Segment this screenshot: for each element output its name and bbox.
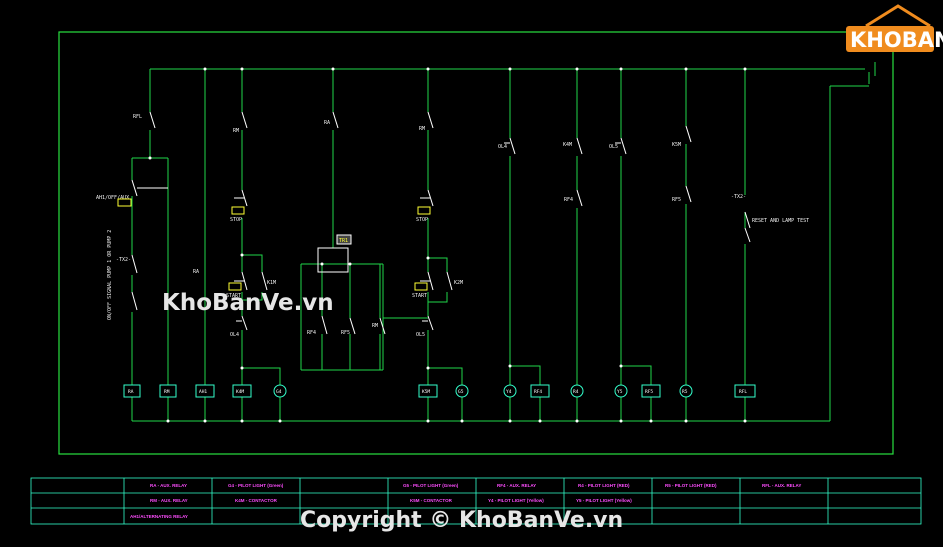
label-k5m-top: K5M [672,142,681,148]
lamp-r5 [679,384,693,398]
lamp-label: G5 [458,389,464,395]
lamp-label: R5 [682,389,688,395]
legend-cell: AH1/ALTERNATING RELAY [130,514,188,519]
coil-rf4 [530,384,550,398]
coil-label: RF4 [534,389,542,395]
watermark-bottom: Copyright © KhoBanVe.vn [300,508,623,533]
label-onoff: ON/OFF SIGNAL PUMP 1 OR PUMP 2 [107,230,113,320]
drawing-frame [58,31,894,455]
label-start-2: START [412,293,427,299]
coil-k4m [232,384,252,398]
timer-label: TR1 [339,238,348,244]
lamp-label: Y5 [617,389,623,395]
legend-cell: R4 - PILOT LIGHT (RED) [578,483,630,488]
coil-ra [123,384,141,398]
label-selector: AH1/OFF/AUX [96,195,129,201]
coil-label: K5M [422,389,430,395]
watermark-center: KhoBanVe.vn [162,290,334,316]
timer-block [317,247,349,273]
logo-text: KHOBANVE [850,28,943,52]
legend-cell: R5 - PILOT LIGHT (RED) [665,483,717,488]
label-ol5-top: OL5 [609,144,618,150]
label-rm-2: RM [419,126,425,132]
label-ol5: OL5 [416,332,425,338]
coil-label: RF5 [645,389,653,395]
legend-cell: RFL - AUX. RELAY [762,483,801,488]
label-k1m: K1M [267,280,276,286]
label-ra-mid: RA [193,269,199,275]
coil-label: RFL [739,389,747,395]
label-stop-2: STOP [416,217,428,223]
legend-cell: G4 - PILOT LIGHT (Green) [228,483,284,488]
coil-rm [159,384,177,398]
coil-rf5 [641,384,661,398]
label-ol4: OL4 [230,332,239,338]
coil-label: AH1 [199,389,207,395]
legend-cell: RA - AUX. RELAY [150,483,187,488]
label-rm-1: RM [233,128,239,134]
lamp-g5 [455,384,469,398]
lamp-y4 [503,384,517,398]
coil-ah1 [195,384,215,398]
legend-cell: RF4 - AUX. RELAY [497,483,536,488]
coil-rfl [734,384,756,398]
legend-cell: Y5 - PILOT LIGHT (Yellow) [576,498,632,503]
device-labels: RFL RM RA RM OL4 K4M OL5 K5M RF4 RF5 -TX… [96,114,809,338]
label-rf5-mid: RF5 [672,197,681,203]
coil-labels: RA RM AH1 K4M G4 K5M G5 Y4 RF4 R4 Y5 RF5… [128,389,747,395]
lamp-y5 [614,384,628,398]
lamp-label: G4 [276,389,282,395]
label-stop-1: STOP [230,217,242,223]
label-tx2-right: -TX2- [731,194,746,200]
label-reset: RESET AND LAMP TEST [752,218,809,224]
label-rf5-par: RF5 [341,330,350,336]
lamp-label: Y4 [506,389,512,395]
coil-label: RM [164,389,170,395]
contacts [131,111,751,335]
label-k4m-top: K4M [563,142,572,148]
legend-cell: G5 - PILOT LIGHT (Green) [403,483,459,488]
site-logo: KHOBANVE [846,4,943,52]
rungs [131,69,746,421]
legend-cell: K5M - CONTACTOR [410,498,453,503]
legend-cell: RM - AUX. RELAY [150,498,188,503]
label-rfl: RFL [133,114,142,120]
coil-label: RA [128,389,134,395]
label-rf4-mid: RF4 [564,197,573,203]
label-tx2-left: -TX2- [116,257,131,263]
legend-cell: K4M - CONTACTOR [235,498,278,503]
junction-dots [148,67,747,423]
label-ol4-top: OL4 [498,144,507,150]
legend-text: RA - AUX. RELAY G4 - PILOT LIGHT (Green)… [130,483,801,519]
label-rf4-par: RF4 [307,330,316,336]
device-tags: TR1 [117,198,431,291]
label-start-1: START [226,293,241,299]
label-rm-par: RM [372,323,378,329]
coil-k5m [418,384,438,398]
coil-label: K4M [236,389,244,395]
timer-tag [336,234,352,245]
label-ra: RA [324,120,330,126]
coil-row [123,384,756,398]
label-k2m: K2M [454,280,463,286]
legend-cell: Y4 - PILOT LIGHT (Yellow) [488,498,544,503]
lamp-label: R4 [573,389,579,395]
lamp-g4 [273,384,287,398]
legend-table [30,477,922,525]
lamp-r4 [570,384,584,398]
